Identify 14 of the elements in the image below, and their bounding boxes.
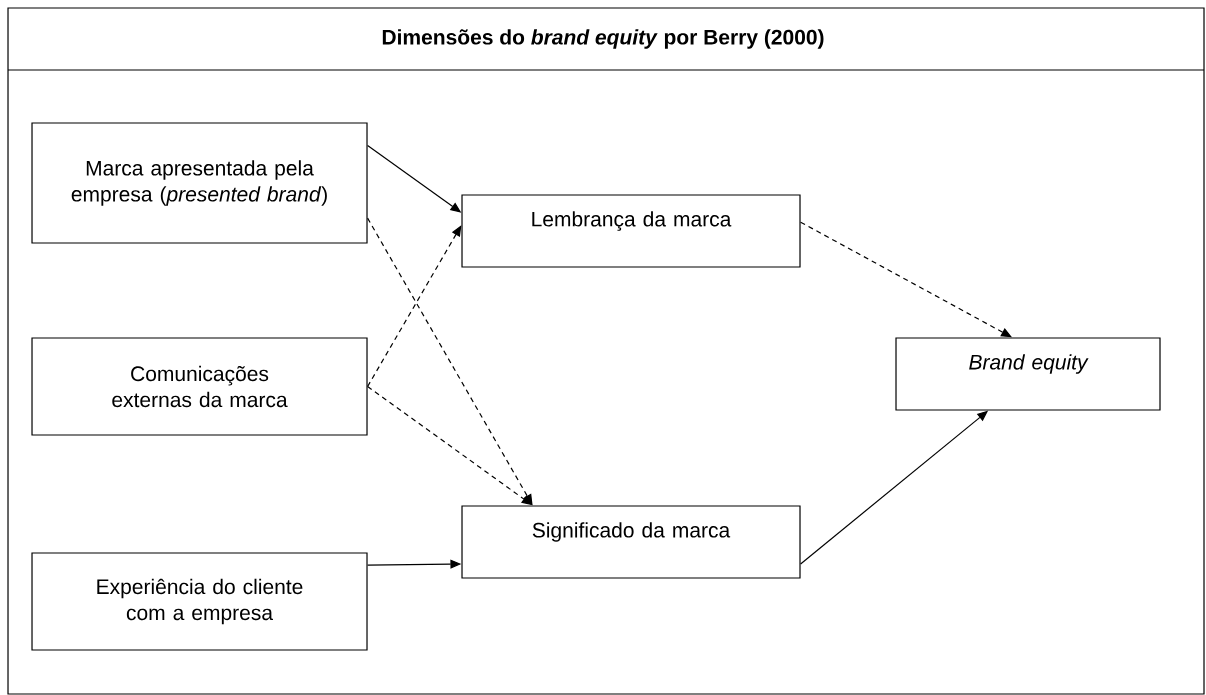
box — [895, 337, 1161, 411]
box — [31, 122, 368, 244]
box-text: Marca apresentada pela empresa (presented brand) — [71, 160, 327, 206]
box-text: Comunicações externas da marca — [112, 365, 288, 408]
title: Dimensões do brand equity por Berry (2000) — [382, 29, 824, 49]
box — [461, 505, 801, 579]
box-text: Significado da marca — [532, 522, 731, 542]
box — [31, 337, 368, 436]
box — [31, 552, 368, 651]
box-text: Lembrança da marca — [532, 211, 732, 231]
box-text: Experiência do cliente com a empresa — [97, 578, 303, 625]
arrow — [367, 225, 462, 388]
box — [461, 194, 801, 268]
box-text: Brand equity — [969, 354, 1089, 374]
